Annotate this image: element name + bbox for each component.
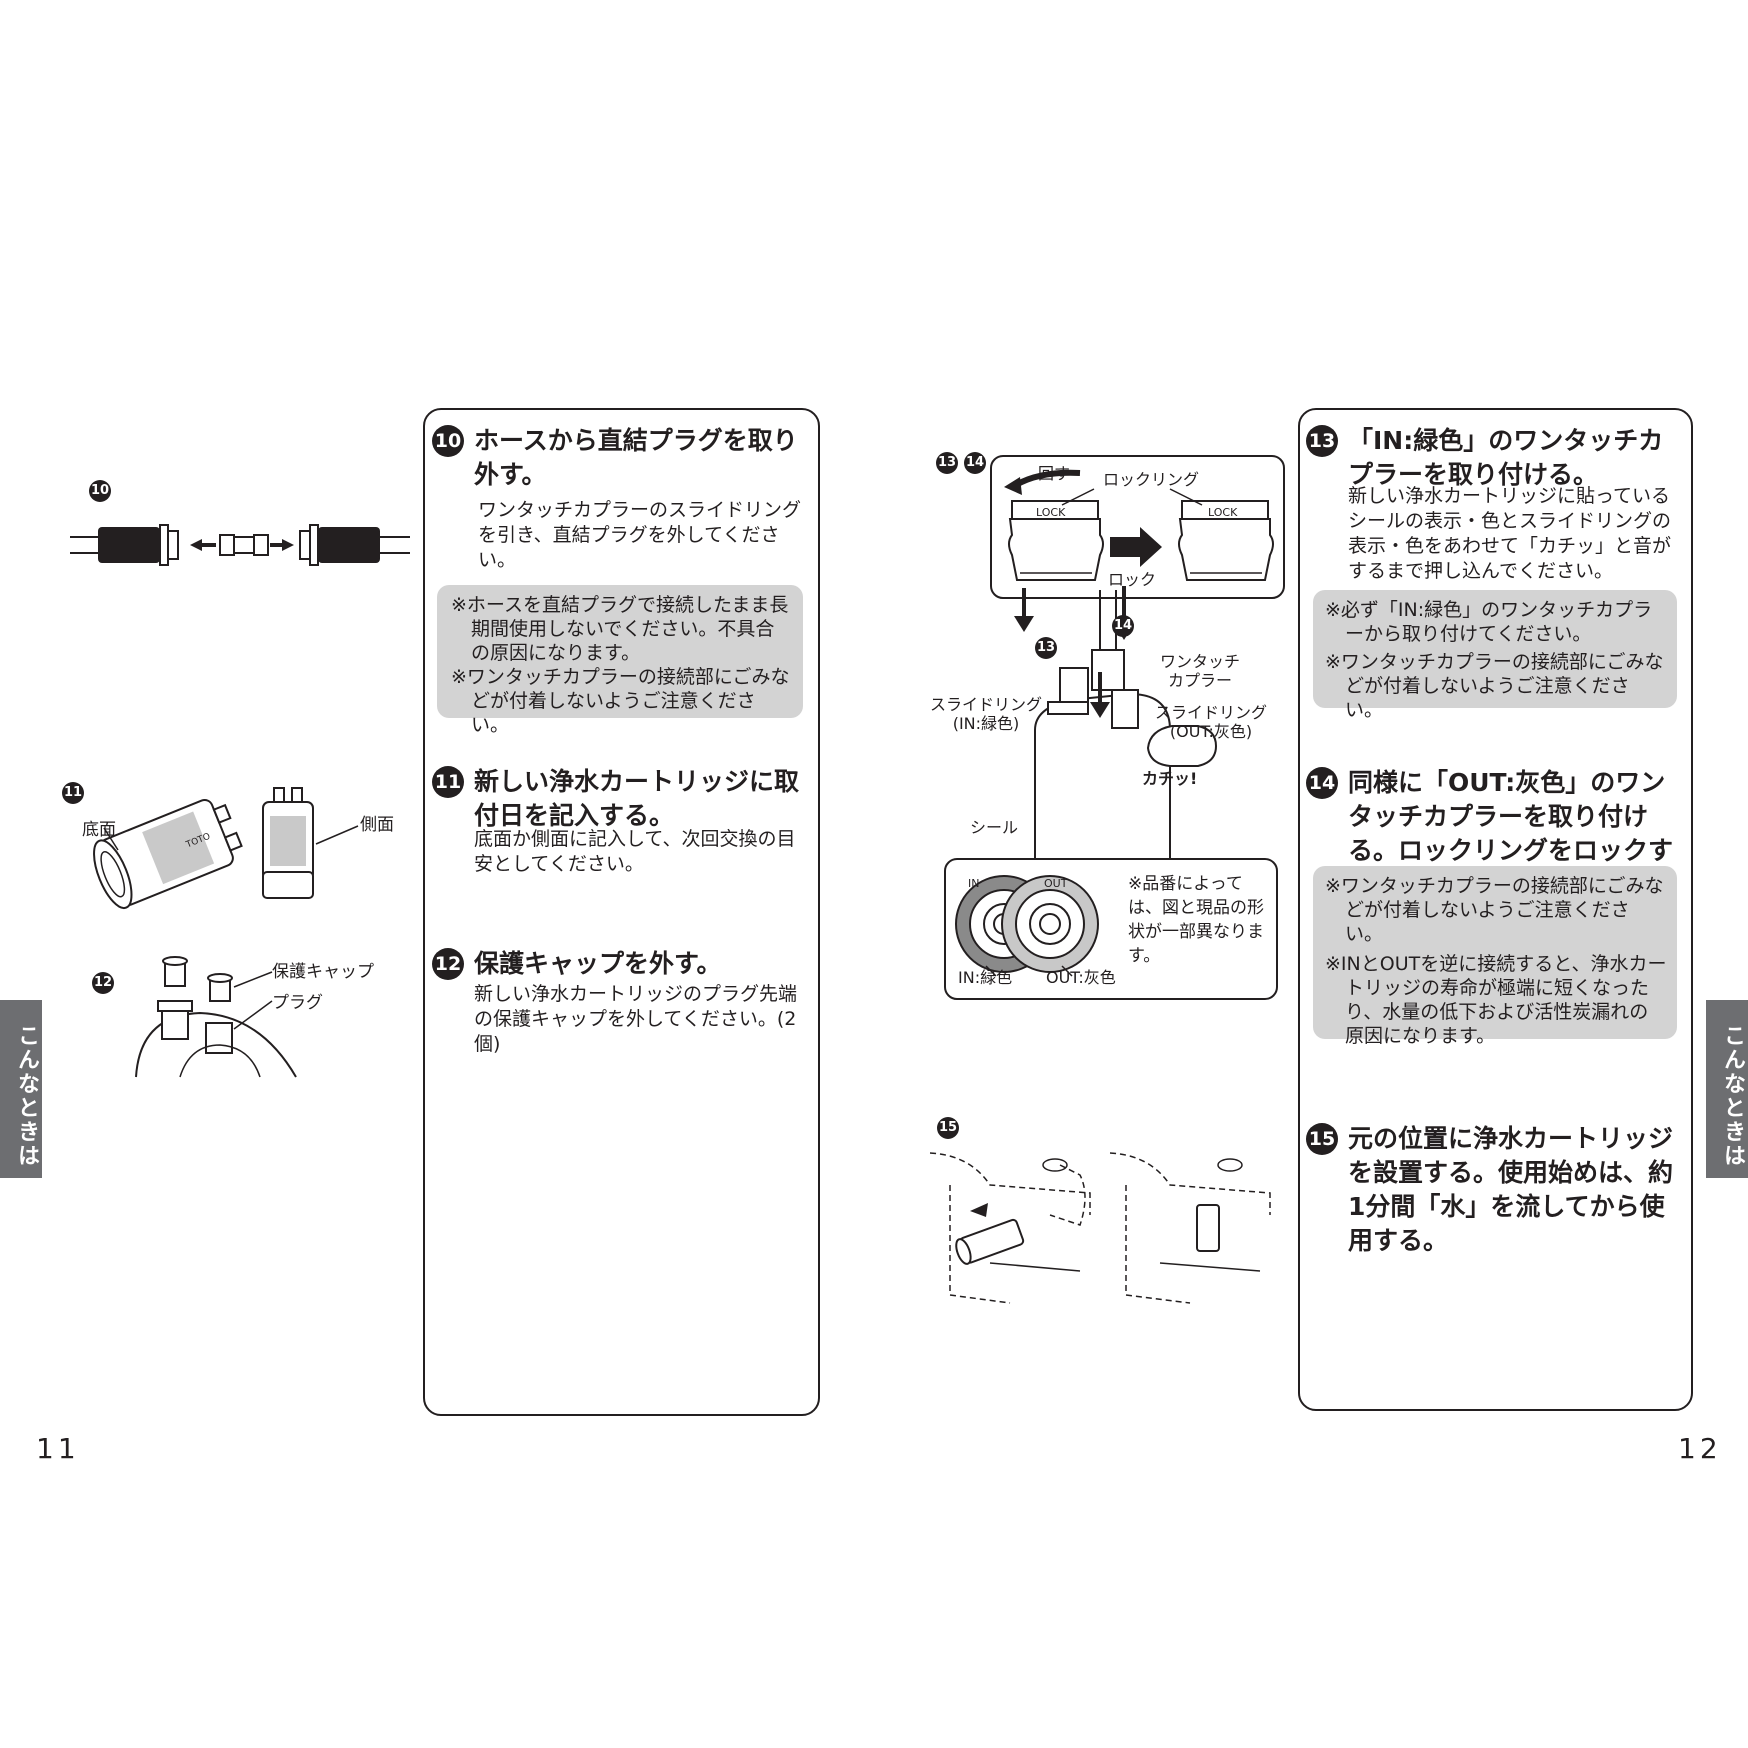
step-10-body: ワンタッチカプラーのスライドリングを引き、直結プラグを外してください。 <box>478 499 802 571</box>
note-text: ※ワンタッチカプラーの接続部にごみなどが付着しないようご注意ください。 <box>1325 875 1664 945</box>
step-15-title: 15 元の位置に浄水カートリッジを設置する。使用始めは、約1分間「水」を流してか… <box>1306 1122 1686 1258</box>
label-out-gray: OUT:灰色 <box>1046 968 1116 987</box>
label-plug: プラグ <box>272 993 323 1013</box>
figure-label-15: 15 <box>937 1117 959 1139</box>
hose-plug-figure <box>70 524 410 566</box>
note-text: ※ワンタッチカプラーの接続部にごみなどが付着しないようご注意ください。 <box>451 666 790 736</box>
note-text: ※ホースを直結プラグで接続したまま長期間使用しないでください。不具合の原因になり… <box>451 594 789 664</box>
reinstall-figure <box>929 1152 1271 1304</box>
coupler-attach-figure <box>1014 586 1218 860</box>
label-protective-cap: 保護キャップ <box>272 962 374 982</box>
step-13-badge: 13 <box>1306 425 1338 457</box>
step-10-title: 10 ホースから直結プラグを取り外す。 <box>432 424 812 492</box>
step-15-badge: 15 <box>1306 1123 1338 1155</box>
note-text: ※必ず「IN:緑色」のワンタッチカプラーから取り付けてください。 <box>1325 599 1653 645</box>
step-11-badge: 11 <box>432 766 464 798</box>
cartridge-figure <box>93 787 359 910</box>
label-click: カチッ! <box>1142 769 1198 788</box>
label-seal: シール <box>970 818 1019 837</box>
page-number-left: 11 <box>36 1432 80 1465</box>
label-lock-ring: ロックリング <box>1103 470 1200 489</box>
step-14-badge: 14 <box>1306 767 1338 799</box>
step-10-notes: ※ホースを直結プラグで接続したまま長期間使用しないでください。不具合の原因になり… <box>437 585 803 736</box>
side-tab-right: こんなときは <box>1706 1000 1748 1178</box>
label-lock: ロック <box>1108 570 1157 589</box>
step-12-badge: 12 <box>432 948 464 980</box>
label-lock-mark-left: LOCK <box>1036 506 1066 519</box>
figure-label-13: 13 <box>936 452 958 474</box>
label-slide-out: スライドリング (OUT:灰色) <box>1155 703 1268 741</box>
figure-label-14: 14 <box>964 452 986 474</box>
step-14-notes: ※ワンタッチカプラーの接続部にごみなどが付着しないようご注意ください。 ※INと… <box>1313 866 1677 1047</box>
figure-label-13-arrow: 13 <box>1035 637 1057 659</box>
figure-label-14-arrow: 14 <box>1112 615 1134 637</box>
page-number-right: 12 <box>1678 1432 1722 1465</box>
label-bottom: 底面 <box>82 820 116 840</box>
step-11-title: 11 新しい浄水カートリッジに取付日を記入する。 <box>432 765 812 833</box>
step-10-badge: 10 <box>432 425 464 457</box>
cap-removal-figure <box>135 956 297 1078</box>
step-13-body: 新しい浄水カートリッジに貼っているシールの表示・色とスライドリングの表示・色をあ… <box>1348 485 1672 582</box>
lock-ring-figure <box>990 455 1285 599</box>
label-in-plug: IN <box>968 877 980 890</box>
figure-label-12: 12 <box>92 972 114 994</box>
step-11-body: 底面か側面に記入して、次回交換の目安としてください。 <box>474 828 796 875</box>
step-12-body: 新しい浄水カートリッジのプラグ先端の保護キャップを外してください。(2個) <box>474 983 798 1055</box>
label-coupler: ワンタッチ カプラー <box>1160 652 1241 690</box>
instruction-box-left <box>423 408 820 1416</box>
figure-label-10: 10 <box>89 480 111 502</box>
step-13-title: 13 「IN:緑色」のワンタッチカプラーを取り付ける。 <box>1306 424 1686 492</box>
plug-color-figure <box>944 858 1278 1000</box>
label-out-plug: OUT <box>1044 877 1068 890</box>
shape-note: ※品番によっては、図と現品の形状が一部異なります。 <box>1128 874 1264 966</box>
step-13-notes: ※必ず「IN:緑色」のワンタッチカプラーから取り付けてください。 ※ワンタッチカ… <box>1313 590 1677 721</box>
figure-label-11: 11 <box>62 782 84 804</box>
step-12-title: 12 保護キャップを外す。 <box>432 947 812 981</box>
label-in-green: IN:緑色 <box>958 968 1013 987</box>
label-rotate: 回す <box>1038 464 1071 483</box>
label-slide-in: スライドリング (IN:緑色) <box>930 695 1043 733</box>
label-side: 側面 <box>360 815 394 835</box>
note-text: ※INとOUTを逆に接続すると、浄水カートリッジの寿命が極端に短くなったり、水量… <box>1325 953 1667 1047</box>
label-lock-mark-right: LOCK <box>1208 506 1238 519</box>
step-14-title: 14 同様に「OUT:灰色」のワンタッチカプラーを取り付ける。ロックリングをロッ… <box>1306 766 1686 902</box>
side-tab-left: こんなときは <box>0 1000 42 1178</box>
note-text: ※ワンタッチカプラーの接続部にごみなどが付着しないようご注意ください。 <box>1325 651 1664 721</box>
